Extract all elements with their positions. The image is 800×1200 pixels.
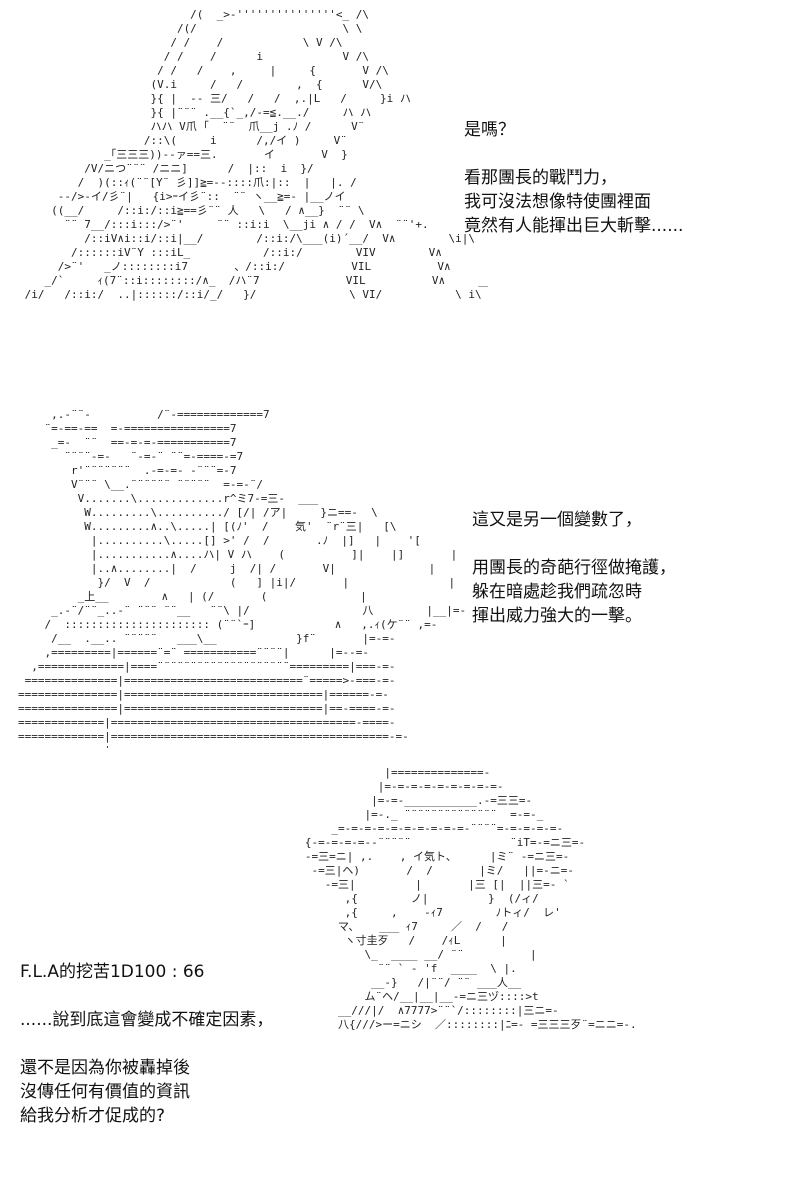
dialogue-line: 看那團長的戰鬥力， <box>464 168 617 188</box>
dialogue-line: 用團長的奇葩行徑做掩護， <box>472 558 676 578</box>
dialogue-line: 是嗎？ <box>464 120 515 140</box>
line-gap <box>472 532 676 556</box>
dice-roll-line: F.L.A的挖苦1D100 : 66 <box>20 962 205 982</box>
dialogue-text-2: 這又是另一個變數了， 用團長的奇葩行徑做掩護， 躲在暗處趁我們疏忽時 揮出威力強… <box>472 508 676 628</box>
dialogue-line: 還不是因為你被轟掉後 <box>20 1058 190 1078</box>
line-gap <box>20 984 273 1008</box>
dialogue-line: 揮出威力強大的一擊。 <box>472 606 642 626</box>
dialogue-text-1: 是嗎？ 看那團長的戰鬥力， 我可沒法想像特使團裡面 竟然有人能揮出巨大斬擊...… <box>464 118 683 238</box>
dialogue-line: 竟然有人能揮出巨大斬擊...... <box>464 216 684 236</box>
dialogue-line: 給我分析才促成的? <box>20 1106 166 1126</box>
dialogue-line: 躲在暗處趁我們疏忽時 <box>472 582 642 602</box>
line-gap <box>464 142 683 166</box>
ascii-art-hat-figure: |==============- |=-=-=-=-=-=-=-=-=- |=-… <box>304 766 637 1031</box>
dialogue-line: 沒傳任何有價值的資訊 <box>20 1082 190 1102</box>
line-gap <box>20 1032 273 1056</box>
panel-1: /( _>‐'''''''''''''''<_ /\ /(/ \ \ / / /… <box>0 0 800 400</box>
ascii-art-seated-figure: ,.-¨¨- /¨-=============7 ¨=-==-== =-====… <box>18 408 467 748</box>
dialogue-line: ......說到底這會變成不確定因素， <box>20 1010 274 1030</box>
dialogue-text-3: F.L.A的挖苦1D100 : 66 ......說到底這會變成不確定因素， 還… <box>20 960 273 1128</box>
dialogue-line: 這又是另一個變數了， <box>472 510 642 530</box>
ascii-art-girl: /( _>‐'''''''''''''''<_ /\ /(/ \ \ / / /… <box>24 8 488 301</box>
dialogue-line: 我可沒法想像特使團裡面 <box>464 192 651 212</box>
panel-2: ,.-¨¨- /¨-=============7 ¨=-==-== =-====… <box>0 400 800 760</box>
panel-3: |==============- |=-=-=-=-=-=-=-=-=- |=-… <box>0 760 800 1200</box>
